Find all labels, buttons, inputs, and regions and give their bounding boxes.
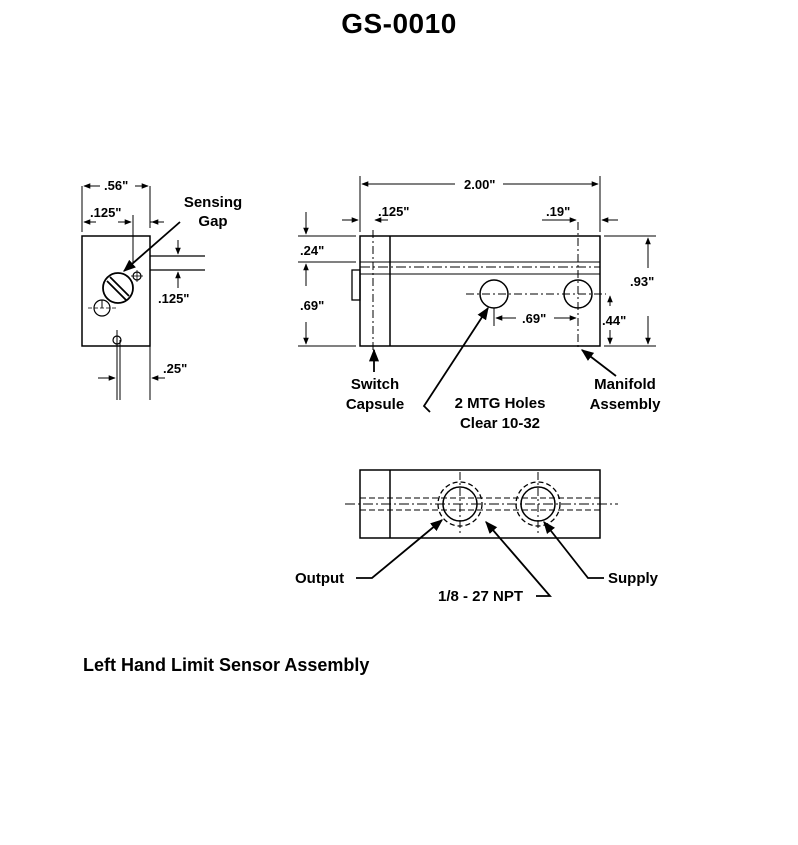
length-dimension: 2.00" bbox=[464, 177, 495, 192]
hole-spacing-dimension: .69" bbox=[522, 311, 546, 326]
bottom-view bbox=[345, 469, 618, 597]
npt-label: 1/8 - 27 NPT bbox=[438, 588, 523, 605]
side-view-body bbox=[81, 235, 151, 347]
sensing-gap-label-line1: Sensing bbox=[184, 194, 242, 211]
mounting-holes-label-line1: 2 MTG Holes bbox=[455, 395, 546, 412]
switch-capsule-label-line1: Switch bbox=[351, 376, 399, 393]
output-label: Output bbox=[295, 570, 344, 587]
mounting-holes-label-line2: Clear 10-32 bbox=[460, 415, 540, 432]
adjust-screw-icon bbox=[102, 272, 134, 304]
drawing-caption: Left Hand Limit Sensor Assembly bbox=[83, 655, 370, 675]
side-width-dimension: .56" bbox=[104, 178, 128, 193]
switch-offset-dimension: .125" bbox=[378, 204, 409, 219]
supply-label: Supply bbox=[608, 570, 659, 587]
body-height-dimension: .69" bbox=[300, 298, 324, 313]
sensing-gap-label-line2: Gap bbox=[198, 213, 227, 230]
hole-offset-dimension: .19" bbox=[546, 204, 570, 219]
side-view bbox=[81, 183, 205, 400]
switch-capsule-label-line2: Capsule bbox=[346, 396, 404, 413]
total-height-dimension: .93" bbox=[630, 274, 654, 289]
sensing-gap-dimension: .125" bbox=[158, 291, 189, 306]
front-view bbox=[298, 176, 656, 413]
port-dimension: .25" bbox=[163, 361, 187, 376]
top-height-dimension: .24" bbox=[300, 243, 324, 258]
manifold-label-line2: Assembly bbox=[590, 396, 662, 413]
side-offset-dimension: .125" bbox=[90, 205, 121, 220]
page-title: GS-0010 bbox=[341, 8, 457, 39]
hole-height-dimension: .44" bbox=[602, 313, 626, 328]
manifold-label-line1: Manifold bbox=[594, 376, 656, 393]
